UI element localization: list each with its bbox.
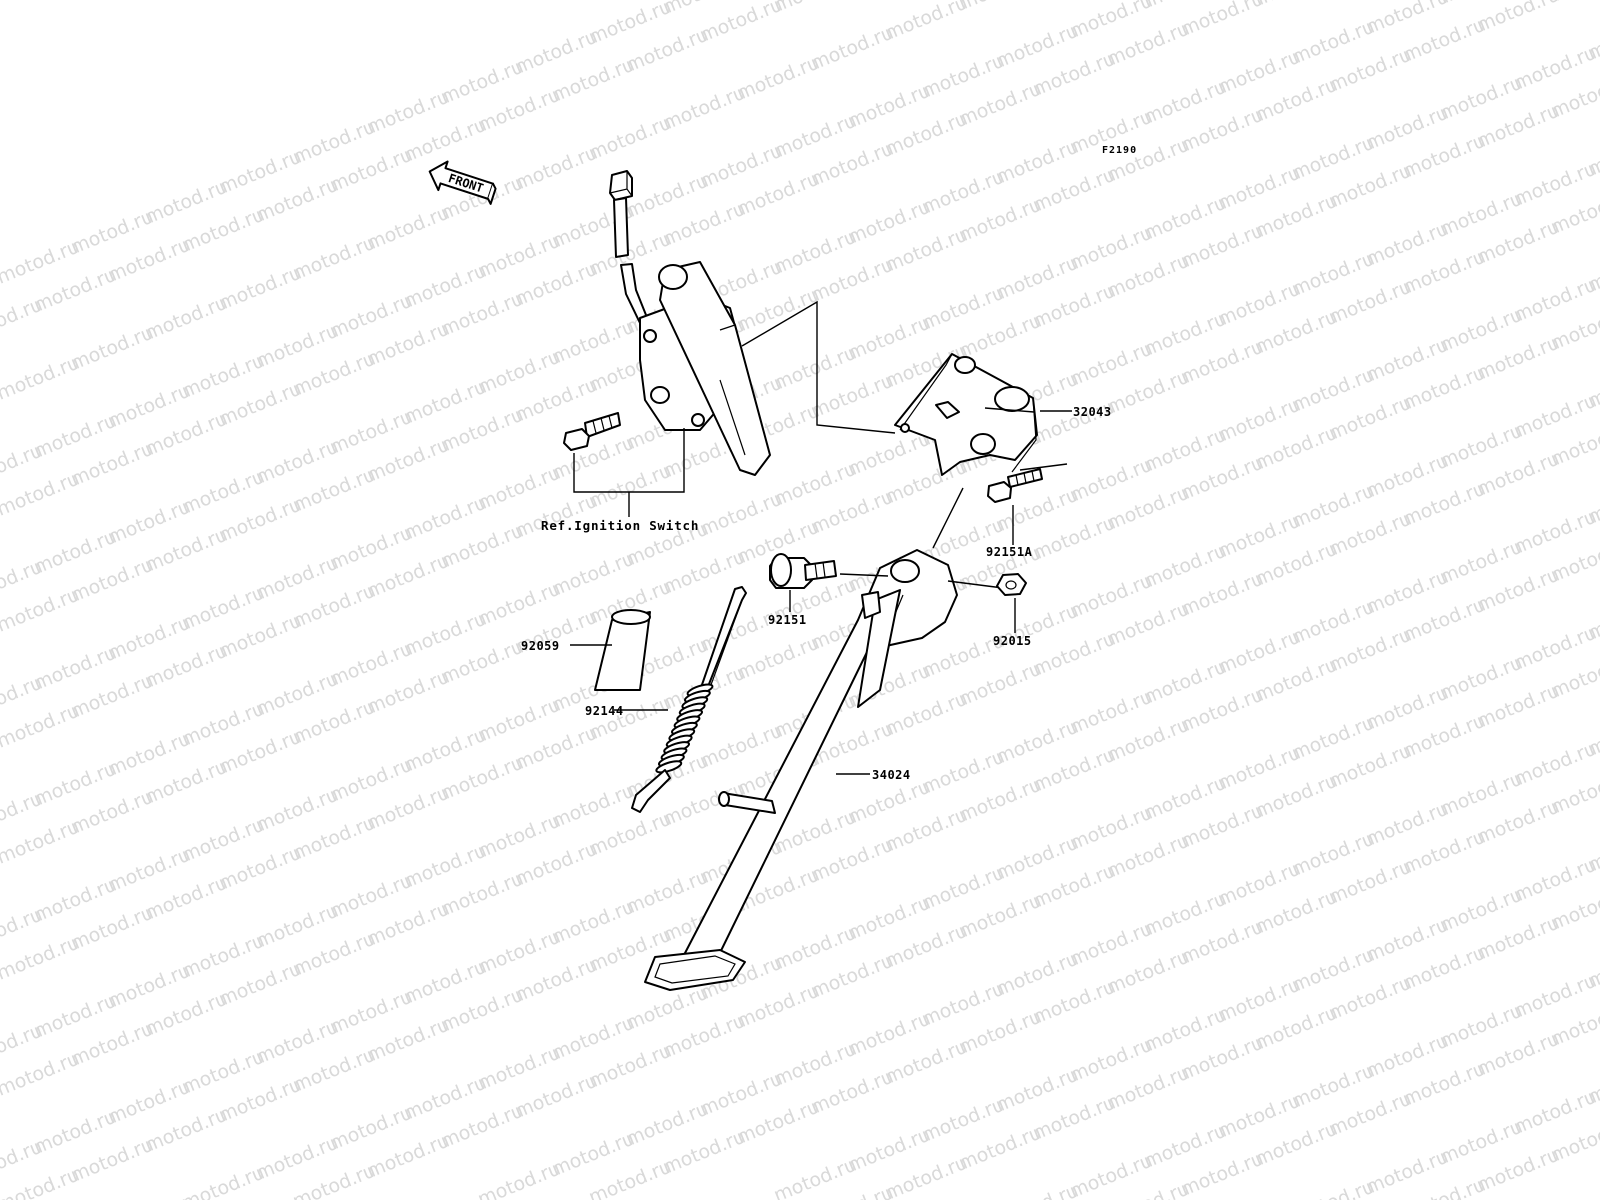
watermark-text: motod.ru — [1548, 0, 1600, 7]
pivot-line-left — [839, 573, 889, 577]
switch-connector — [609, 170, 649, 324]
spring-coil — [655, 760, 683, 774]
side-stand-switch — [639, 261, 771, 476]
switch-bolt — [563, 412, 621, 451]
watermark-text: motod.ru — [1252, 0, 1341, 11]
leader-92151A-link — [1019, 463, 1068, 471]
front-arrow-icon: FRONT — [428, 160, 497, 205]
leader-32043-inner — [984, 407, 1035, 413]
part-number-92059: 92059 — [521, 639, 560, 653]
bolt-92151 — [769, 553, 837, 589]
watermark-text: motod.ru — [771, 0, 860, 17]
part-number-92144: 92144 — [585, 704, 624, 718]
stand-bracket — [894, 353, 1038, 476]
watermark-text: motod.ru — [956, 0, 1045, 15]
nut-92015 — [996, 573, 1027, 596]
part-number-34024: 34024 — [872, 768, 911, 782]
pivot-line-right — [947, 580, 1004, 589]
watermark-text: motod.ru — [1474, 0, 1563, 37]
reference-note: Ref.Ignition Switch — [541, 518, 699, 533]
bolt-92151A — [987, 468, 1043, 503]
watermark-text: motod.ru — [697, 0, 786, 47]
watermark-text: motod.ru — [1178, 0, 1267, 41]
watermark-text: motod.ru — [882, 0, 971, 45]
collar-92059 — [594, 609, 651, 691]
spring-92144 — [631, 586, 747, 813]
reference-bracket — [573, 428, 685, 517]
part-number-92151: 92151 — [768, 613, 807, 627]
part-number-32043: 32043 — [1073, 405, 1112, 419]
part-number-92151A: 92151A — [986, 545, 1033, 559]
part-number-92015: 92015 — [993, 634, 1032, 648]
bracket-to-stand-line — [932, 487, 964, 549]
watermark-text: motod.ru — [1585, 1172, 1600, 1200]
switch-link-line — [741, 300, 896, 434]
diagram-code: F2190 — [1102, 145, 1137, 156]
side-stand — [644, 549, 958, 991]
